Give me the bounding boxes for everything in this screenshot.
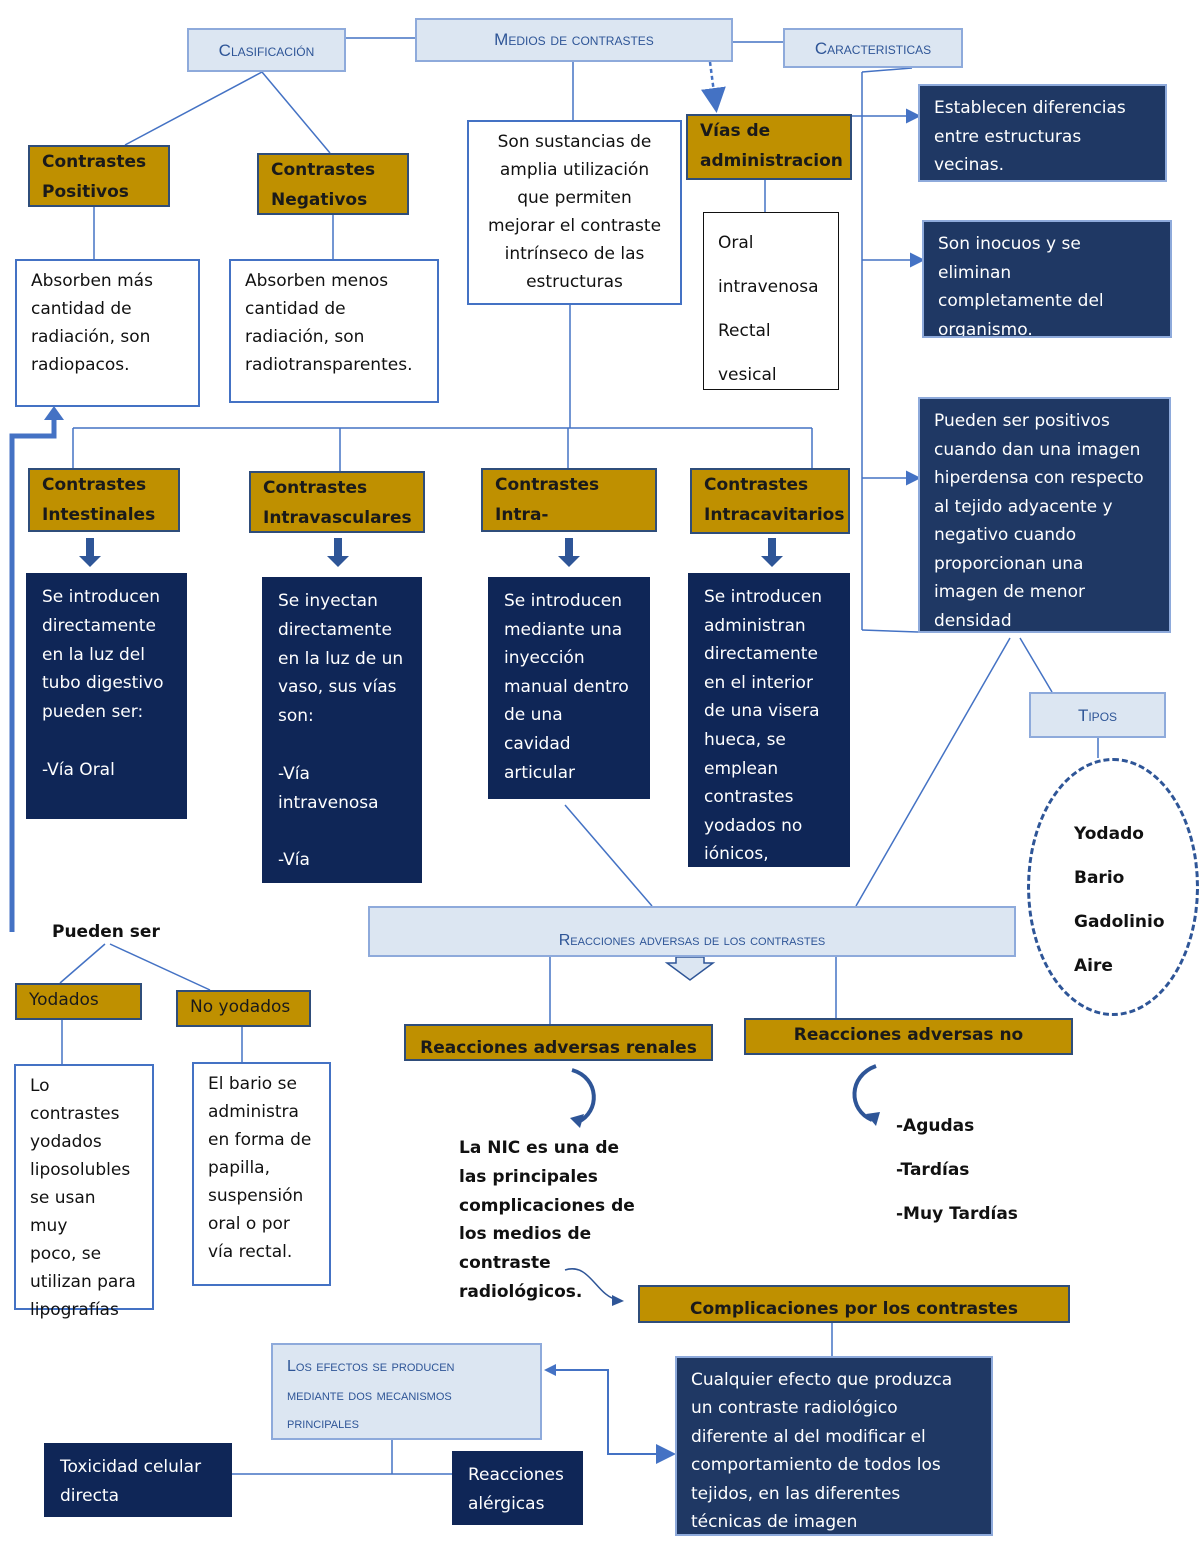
reacciones-adversas-box: Reacciones adversas de los contrastes (368, 906, 1016, 957)
toxicidad-box: Toxicidad celular directa (44, 1443, 232, 1517)
tipo-yodado: Yodado (1074, 824, 1144, 844)
tipos-list: Yodado Bario Gadolinio Aire (1074, 812, 1165, 988)
complicaciones-box: Complicaciones por los contrastes (638, 1285, 1070, 1323)
caracteristica-1: Establecen diferencias entre estructuras… (918, 84, 1167, 182)
tipo-gadolinio: Gadolinio (1074, 912, 1165, 932)
intestinales-description: Se introducen directamente en la luz del… (26, 573, 187, 819)
no-renales-list: -Agudas -Tardías -Muy Tardías (896, 1104, 1018, 1236)
categoria-intra-articulares: Contrastes Intra-articulares (481, 468, 657, 532)
via-intravenosa: intravenosa (718, 277, 819, 297)
caracteristicas-box: Caracteristicas (783, 28, 963, 68)
no-yodados-box: No yodados (176, 990, 311, 1027)
intracavitarios-description: Se introducen administran directamente e… (688, 573, 850, 867)
contrastes-negativos: Contrastes Negativos (257, 153, 409, 215)
no-renal-agudas: -Agudas (896, 1116, 975, 1136)
caracteristica-3: Pueden ser positivos cuando dan una imag… (918, 397, 1171, 633)
tipos-box: Tipos (1029, 692, 1166, 738)
no-renal-muy-tardias: -Muy Tardías (896, 1204, 1018, 1224)
pueden-ser-label: Pueden ser (52, 922, 160, 942)
positivos-description: Absorben más cantidad de radiación, son … (15, 259, 200, 407)
yodados-description: Lo contrastes yodados liposolubles se us… (14, 1064, 154, 1320)
tipos-ellipse (1027, 758, 1199, 1016)
caracteristica-2: Son inocuos y se eliminan completamente … (922, 220, 1172, 338)
intra-articulares-description: Se introducen mediante una inyección man… (488, 577, 650, 799)
clasificacion-label: Clasificación (218, 41, 315, 60)
tipo-aire: Aire (1074, 956, 1113, 976)
definition-box: Son sustancias de amplia utilización que… (467, 120, 682, 305)
intravasculares-description: Se inyectan directamente en la luz de un… (262, 577, 422, 883)
negativos-description: Absorben menos cantidad de radiación, so… (229, 259, 439, 403)
categoria-intracavitarios: Contrastes Intracavitarios (690, 468, 850, 534)
efectos-box: Los efectos se producen mediante dos mec… (271, 1343, 542, 1440)
contrastes-positivos: Contrastes Positivos (28, 145, 170, 207)
tipos-label: Tipos (1077, 706, 1118, 725)
via-vesical: vesical (718, 365, 777, 385)
via-oral: Oral (718, 233, 754, 253)
diagram-title: Medios de contrastes (494, 30, 654, 49)
categoria-intravasculares: Contrastes Intravasculares (249, 471, 425, 533)
via-rectal: Rectal (718, 321, 771, 341)
vias-administracion-title: Vías de administracion (686, 114, 852, 180)
no-renal-tardias: -Tardías (896, 1160, 970, 1180)
title-box: Medios de contrastes (415, 18, 733, 62)
nic-text: La NIC es una de las principales complic… (459, 1138, 635, 1302)
vias-list: Oral intravenosa Rectal vesical (703, 212, 839, 390)
complicaciones-description: Cualquier efecto que produzca un contras… (675, 1356, 993, 1536)
caracteristicas-label: Caracteristicas (814, 39, 932, 58)
no-yodados-description: El bario se administra en forma de papil… (192, 1062, 331, 1286)
reacciones-no-renales-box: Reacciones adversas no renales (744, 1018, 1073, 1055)
tipo-bario: Bario (1074, 868, 1125, 888)
yodados-box: Yodados (15, 983, 142, 1020)
alergicas-box: Reacciones alérgicas (452, 1451, 583, 1525)
reacciones-renales-box: Reacciones adversas renales (404, 1024, 713, 1061)
clasificacion-box: Clasificación (187, 28, 346, 72)
categoria-intestinales: Contrastes Intestinales (28, 468, 180, 532)
reacciones-adversas-label: Reacciones adversas de los contrastes (558, 932, 826, 949)
